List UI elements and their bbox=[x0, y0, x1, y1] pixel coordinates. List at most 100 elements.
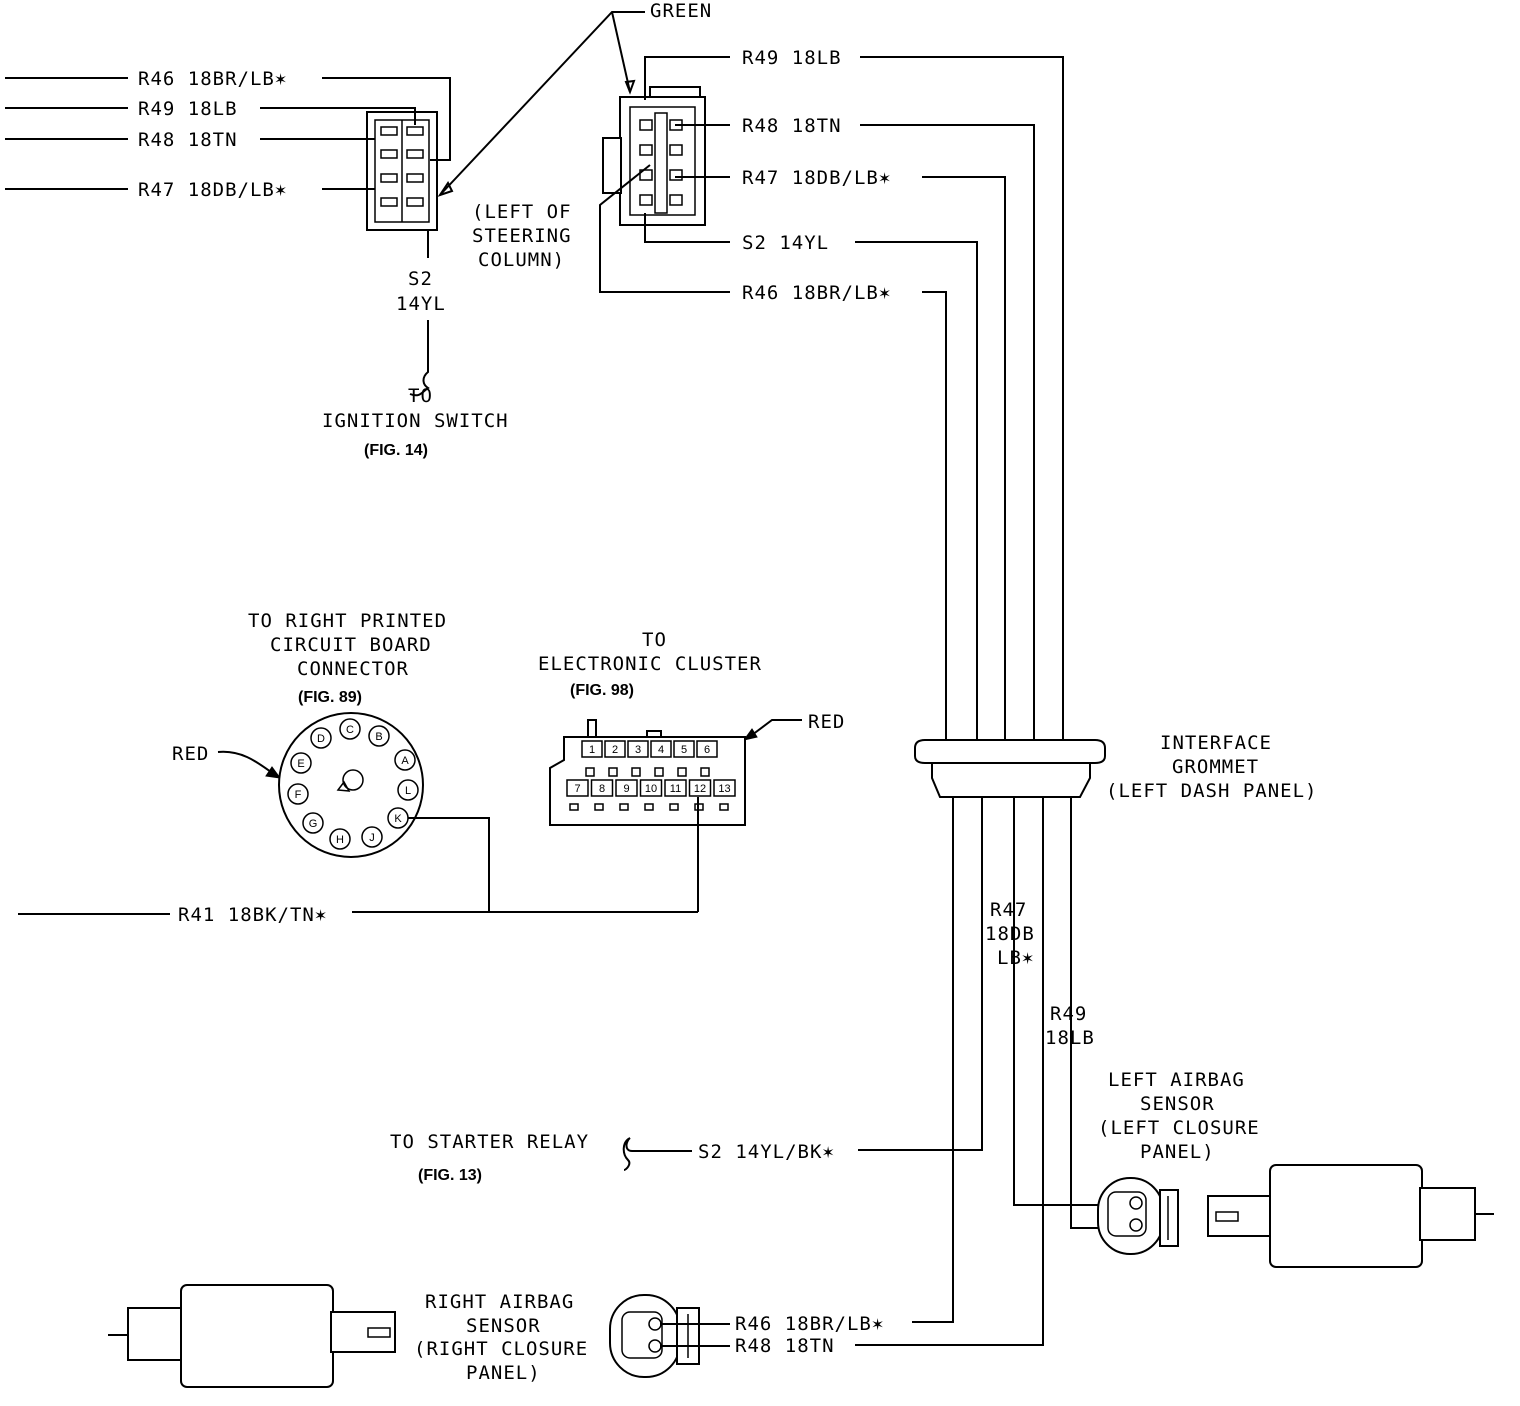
cluster-pin-10 bbox=[639, 779, 663, 797]
left-airbag-sensor bbox=[1207, 1164, 1494, 1268]
cluster-pin-4 bbox=[650, 740, 672, 758]
label-pcb-1: TO RIGHT PRINTED bbox=[248, 610, 447, 632]
label-mid-r47-1: R47 bbox=[990, 899, 1027, 921]
cluster-pin-7 bbox=[566, 779, 589, 797]
label-bottom-r46: R46 18BR/LB✶ bbox=[735, 1313, 884, 1335]
label-s2-code: S2 bbox=[408, 268, 433, 290]
cluster-pin-label-11: 11 bbox=[670, 783, 681, 795]
label-ignition-switch: IGNITION SWITCH bbox=[322, 410, 509, 432]
label-ignition-to: TO bbox=[408, 385, 433, 407]
label-top-left-r46: R46 18BR/LB✶ bbox=[138, 68, 287, 90]
label-red-right: RED bbox=[808, 711, 845, 733]
label-right-r46: R46 18BR/LB✶ bbox=[742, 282, 891, 304]
label-right-sensor-1: RIGHT AIRBAG bbox=[425, 1291, 574, 1313]
label-mid-r49-1: R49 bbox=[1050, 1003, 1087, 1025]
top-center-wires bbox=[599, 56, 1064, 740]
pcb-pin-b bbox=[368, 725, 390, 747]
label-left-of-steering-2: STEERING bbox=[472, 225, 572, 247]
label-cluster-fig: (FIG. 98) bbox=[570, 682, 634, 699]
label-left-sensor-4: PANEL) bbox=[1140, 1141, 1215, 1163]
cluster-pin-label-7: 7 bbox=[574, 783, 580, 795]
pcb-pin-j bbox=[361, 826, 383, 848]
cluster-pin-label-12: 12 bbox=[694, 783, 706, 795]
label-right-sensor-4: PANEL) bbox=[466, 1362, 541, 1384]
pcb-pin-a bbox=[394, 749, 416, 771]
label-left-of-steering-3: COLUMN) bbox=[478, 249, 565, 271]
top-left-connector bbox=[366, 111, 438, 231]
pcb-pin-g bbox=[302, 812, 324, 834]
label-starter: TO STARTER RELAY bbox=[390, 1131, 589, 1153]
pcb-pin-label-h: H bbox=[336, 834, 344, 846]
cluster-pin-5 bbox=[673, 740, 695, 758]
cluster-pin-2 bbox=[604, 740, 626, 758]
label-starter-wire: S2 14YL/BK✶ bbox=[698, 1141, 835, 1163]
electronic-cluster-connector bbox=[549, 719, 746, 826]
label-cluster-name: ELECTRONIC CLUSTER bbox=[538, 653, 762, 675]
pcb-k-wire bbox=[408, 817, 490, 912]
label-left-sensor-3: (LEFT CLOSURE bbox=[1098, 1117, 1260, 1139]
pcb-pin-label-f: F bbox=[295, 789, 302, 801]
cluster-pin-8 bbox=[590, 779, 614, 797]
label-right-r47: R47 18DB/LB✶ bbox=[742, 167, 891, 189]
top-left-wires bbox=[5, 77, 451, 397]
pcb-pin-label-b: B bbox=[375, 731, 382, 743]
label-grommet-2: GROMMET bbox=[1172, 756, 1259, 778]
cluster-pin-label-8: 8 bbox=[599, 783, 605, 795]
green-leaders bbox=[437, 11, 645, 197]
pcb-pin-l bbox=[397, 779, 419, 801]
label-red-left: RED bbox=[172, 743, 209, 765]
right-sensor-connector bbox=[609, 1294, 730, 1378]
left-sensor-connector bbox=[1097, 1177, 1179, 1255]
pcb-pin-label-k: K bbox=[394, 813, 402, 825]
label-left-sensor-2: SENSOR bbox=[1140, 1093, 1215, 1115]
pcb-pin-label-l: L bbox=[405, 785, 411, 797]
label-bottom-r48: R48 18TN bbox=[735, 1335, 835, 1357]
pcb-pin-e bbox=[290, 752, 312, 774]
label-top-left-r47: R47 18DB/LB✶ bbox=[138, 179, 287, 201]
pcb-pin-label-g: G bbox=[309, 818, 318, 830]
label-right-sensor-3: (RIGHT CLOSURE bbox=[414, 1338, 588, 1360]
cluster-pin-label-13: 13 bbox=[718, 783, 730, 795]
cluster-pin-6 bbox=[696, 740, 718, 758]
red-right-leader bbox=[751, 719, 802, 736]
pcb-pin-label-d: D bbox=[317, 733, 325, 745]
cluster-pin-13 bbox=[713, 779, 736, 797]
cluster-pin-label-9: 9 bbox=[623, 783, 629, 795]
label-top-left-r48: R48 18TN bbox=[138, 129, 238, 151]
cluster-pin-3 bbox=[627, 740, 649, 758]
label-mid-r47-3: LB✶ bbox=[997, 947, 1034, 969]
label-pcb-2: CIRCUIT BOARD bbox=[270, 634, 432, 656]
label-pcb-fig: (FIG. 89) bbox=[298, 689, 362, 706]
label-top-left-r49: R49 18LB bbox=[138, 98, 238, 120]
label-mid-r49-2: 18LB bbox=[1045, 1027, 1095, 1049]
lower-wires bbox=[855, 797, 1110, 1346]
label-ignition-fig: (FIG. 14) bbox=[364, 442, 428, 459]
pcb-pin-label-a: A bbox=[401, 755, 409, 767]
label-left-sensor-1: LEFT AIRBAG bbox=[1108, 1069, 1245, 1091]
cluster-pin-12 bbox=[688, 779, 712, 797]
red-left-leader bbox=[217, 750, 276, 776]
label-pcb-3: CONNECTOR bbox=[297, 658, 409, 680]
label-mid-r47-2: 18DB bbox=[985, 923, 1035, 945]
label-right-sensor-2: SENSOR bbox=[466, 1315, 541, 1337]
cluster-pin-label-5: 5 bbox=[681, 744, 687, 756]
label-right-r48: R48 18TN bbox=[742, 115, 842, 137]
interface-grommet bbox=[914, 739, 1106, 798]
label-grommet-3: (LEFT DASH PANEL) bbox=[1106, 780, 1317, 802]
label-s2-gauge: 14YL bbox=[396, 293, 446, 315]
cluster-pin-11 bbox=[664, 779, 687, 797]
label-right-r49: R49 18LB bbox=[742, 47, 842, 69]
top-center-connector bbox=[602, 86, 706, 226]
label-cluster-to: TO bbox=[642, 629, 667, 651]
pcb-pin-label-j: J bbox=[369, 832, 375, 844]
cluster-pin-label-3: 3 bbox=[635, 744, 641, 756]
label-left-of-steering-1: (LEFT OF bbox=[472, 201, 572, 223]
right-airbag-sensor bbox=[108, 1284, 396, 1388]
pcb-pin-label-c: C bbox=[346, 724, 354, 736]
red-right-arrow bbox=[742, 728, 758, 741]
label-grommet-1: INTERFACE bbox=[1160, 732, 1272, 754]
label-green: GREEN bbox=[650, 0, 712, 22]
pcb-pin-f bbox=[287, 783, 309, 805]
